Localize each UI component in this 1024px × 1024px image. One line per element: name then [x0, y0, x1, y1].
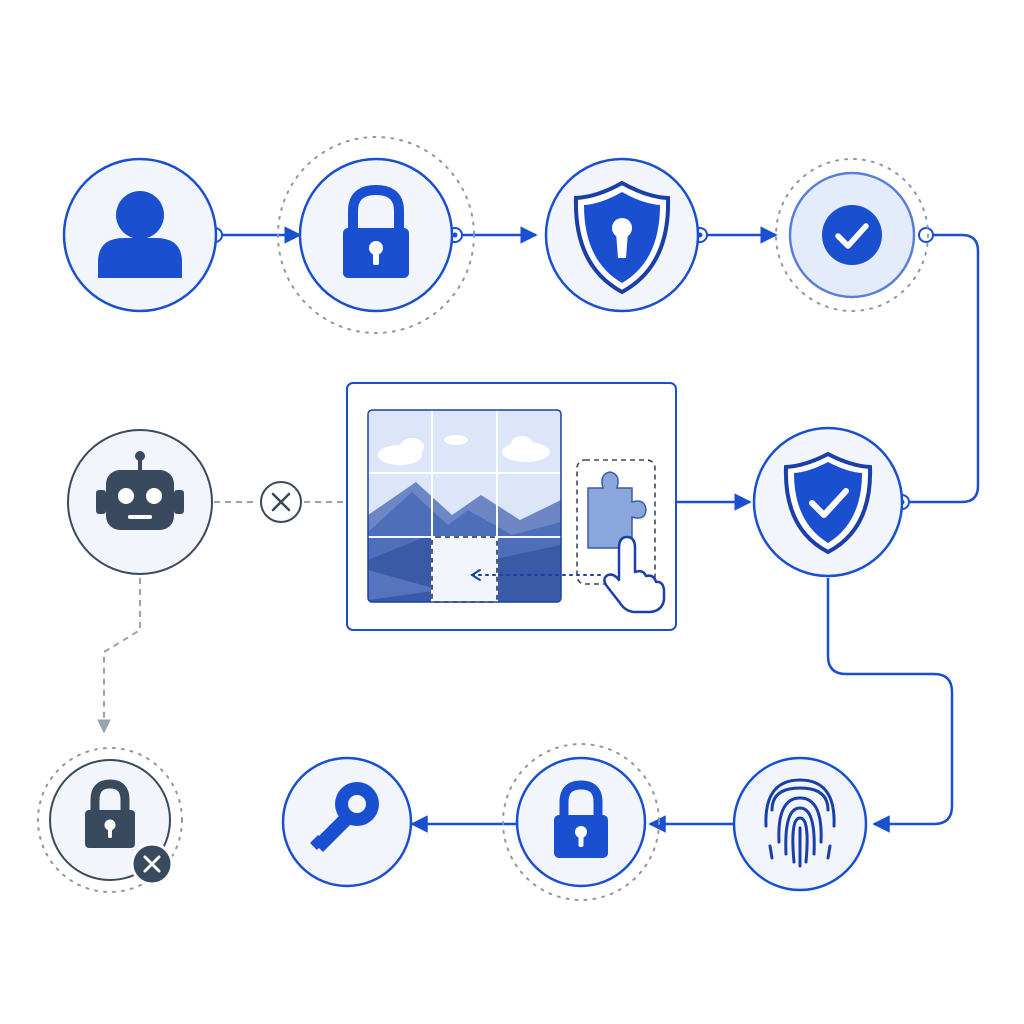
shield-keyhole-icon [573, 180, 671, 295]
close-icon [130, 842, 174, 886]
captcha-panel[interactable] [346, 382, 677, 631]
connector-verified-to-shield-check [910, 233, 980, 504]
blocked-lock-node [37, 747, 183, 893]
connector-bot-to-blocked [97, 578, 141, 734]
junction-dot [918, 227, 934, 243]
check-circle-icon [822, 205, 882, 265]
lock-node [277, 136, 475, 334]
padlock-icon [343, 184, 409, 278]
robot-icon [96, 451, 184, 530]
denied-marker [260, 481, 302, 523]
drop-target[interactable] [431, 536, 498, 603]
gray-connectors [97, 501, 346, 734]
verified-node [775, 158, 929, 312]
missing-tile[interactable] [432, 537, 497, 602]
captcha-image-grid [368, 410, 561, 602]
connectors [222, 226, 980, 833]
shield-node [544, 157, 700, 313]
connector-shield-check-to-fingerprint [826, 578, 954, 833]
user-icon [98, 191, 182, 278]
fingerprint-icon [764, 778, 836, 868]
shield-check-node [752, 426, 904, 578]
key-icon [310, 782, 379, 852]
bot-node [67, 429, 213, 575]
hand-pointer-icon [603, 535, 666, 614]
padlock-blocked-icon [85, 779, 135, 848]
shield-check-icon [783, 451, 873, 555]
lock-node-secondary [502, 743, 660, 901]
key-node [281, 756, 413, 888]
junction-dot-core [452, 232, 458, 238]
puzzle-piece-icon[interactable] [587, 471, 647, 549]
fingerprint-node [732, 756, 868, 892]
user-node [62, 157, 218, 313]
padlock-icon [554, 780, 608, 858]
